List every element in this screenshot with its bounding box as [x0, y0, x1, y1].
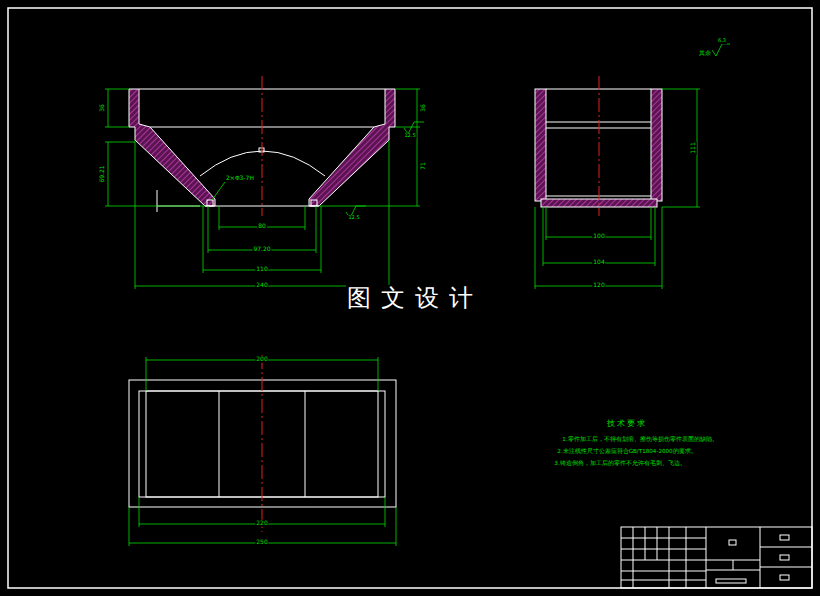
dimension: 80 — [257, 223, 267, 230]
notes-title: 技术要求 — [606, 420, 648, 429]
roughness-note: 其余 — [698, 50, 712, 57]
dimension: 100 — [592, 233, 605, 240]
technical-note: 3.铸造倒角，加工后的零件不允许有毛刺、飞边。 — [553, 460, 686, 466]
dimension: 104 — [592, 259, 605, 266]
technical-note: 1.零件加工后，不得有划痕、擦伤等损伤零件表面的缺陷。 — [561, 436, 718, 442]
dimension: 111 — [690, 141, 697, 154]
dimension: 200 — [255, 356, 268, 363]
roughness-value: 6.3 — [717, 38, 727, 44]
sheet-border — [8, 8, 812, 588]
dimension: 97.20 — [252, 246, 271, 253]
title-block — [621, 527, 812, 588]
dimension: 250 — [255, 539, 268, 546]
dimension: 110 — [255, 266, 268, 273]
dimension: 36 — [99, 103, 106, 113]
dimension: 69.21 — [99, 164, 106, 183]
technical-note: 2.未注线性尺寸公差应符合GB/T1804-2000的要求。 — [556, 448, 697, 454]
dimension: 120 — [592, 282, 605, 289]
watermark: 图文设计 — [346, 285, 484, 311]
dimension: 220 — [255, 520, 268, 527]
dimension: 36 — [420, 103, 427, 113]
roughness-value: 12.5 — [347, 215, 360, 221]
dimension: 240 — [255, 282, 268, 289]
hole-note: 2×Φ3-7H — [225, 175, 255, 182]
roughness-value: 12.5 — [403, 133, 416, 139]
dimension: 71 — [420, 161, 427, 171]
